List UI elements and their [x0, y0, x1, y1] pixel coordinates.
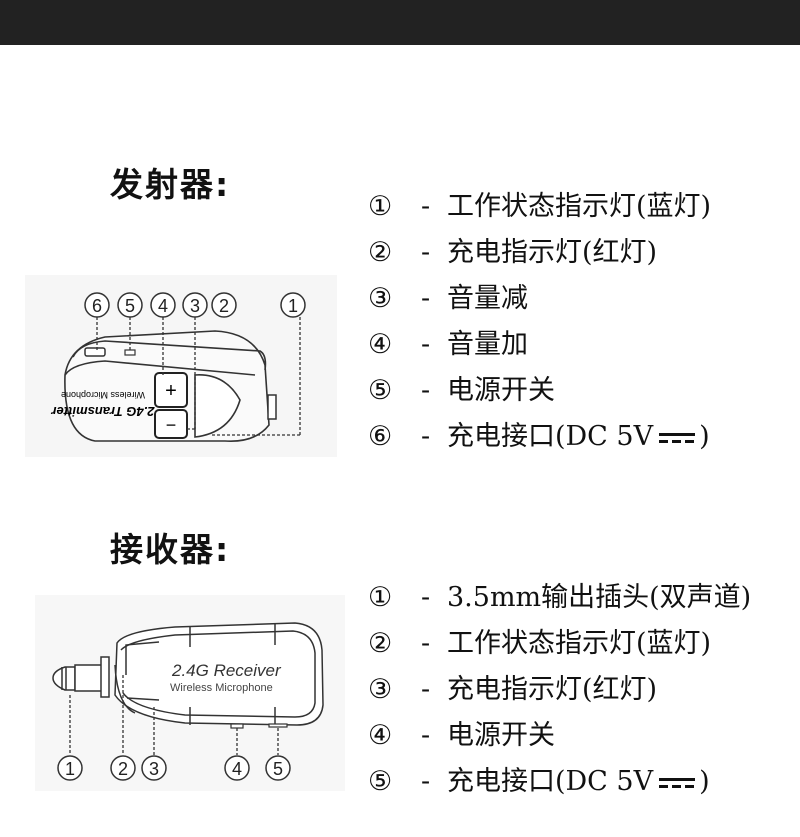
item-suffix: )	[699, 766, 710, 797]
item-number: ②	[368, 237, 393, 268]
item-text: 充电接口(DC 5V	[447, 766, 654, 797]
receiver-label-main: 2.4G Receiver	[171, 661, 282, 680]
item-number: ⑤	[368, 766, 393, 797]
item-suffix: )	[699, 421, 710, 452]
separator: -	[420, 329, 431, 360]
top-banner	[0, 0, 800, 45]
item-text: 工作状态指示灯(蓝灯)	[447, 628, 712, 659]
legend-item: ①-3.5mm输出插头(双声道)	[368, 575, 751, 621]
receiver-diagram: 2.4G Receiver Wireless Microphone 1 2 3 …	[35, 595, 345, 791]
separator: -	[420, 375, 431, 406]
volume-up-button	[154, 372, 188, 408]
separator: -	[420, 766, 431, 797]
separator: -	[420, 421, 431, 452]
separator: -	[420, 191, 431, 222]
item-number: ③	[368, 674, 393, 705]
callout-2: 2	[219, 296, 229, 316]
transmitter-label-main: 2.4G Transmitter	[51, 404, 156, 419]
legend-item: ④-电源开关	[368, 713, 751, 759]
legend-item: ②-充电指示灯(红灯)	[368, 230, 711, 276]
legend-item: ③-音量减	[368, 276, 711, 322]
item-number: ③	[368, 283, 393, 314]
separator: -	[420, 283, 431, 314]
callout-5: 5	[273, 759, 283, 779]
separator: -	[420, 628, 431, 659]
separator: -	[420, 582, 431, 613]
callout-1: 1	[288, 296, 298, 316]
item-text: 音量加	[447, 329, 528, 360]
item-text: 充电指示灯(红灯)	[447, 674, 658, 705]
item-number: ④	[368, 329, 393, 360]
item-number: ⑤	[368, 375, 393, 406]
transmitter-label-sub: Wireless Microphone	[61, 390, 145, 400]
volume-down-button	[154, 409, 188, 439]
legend-item: ②-工作状态指示灯(蓝灯)	[368, 621, 751, 667]
item-number: ⑥	[368, 421, 393, 452]
separator: -	[420, 720, 431, 751]
legend-item: ⑤-充电接口(DC 5V)	[368, 759, 751, 805]
item-text: 充电指示灯(红灯)	[447, 237, 658, 268]
callout-1: 1	[65, 759, 75, 779]
callout-4: 4	[232, 759, 242, 779]
legend-item: ①-工作状态指示灯(蓝灯)	[368, 184, 711, 230]
transmitter-legend: ①-工作状态指示灯(蓝灯) ②-充电指示灯(红灯) ③-音量减 ④-音量加 ⑤-…	[368, 184, 711, 460]
receiver-title: 接收器:	[110, 530, 231, 569]
plus-icon: +	[165, 380, 177, 402]
callout-5: 5	[125, 296, 135, 316]
item-text: 电源开关	[447, 720, 555, 751]
item-text: 音量减	[447, 283, 528, 314]
callout-2: 2	[118, 759, 128, 779]
transmitter-title: 发射器:	[110, 165, 231, 204]
legend-item: ④-音量加	[368, 322, 711, 368]
receiver-legend: ①-3.5mm输出插头(双声道) ②-工作状态指示灯(蓝灯) ③-充电指示灯(红…	[368, 575, 751, 805]
callout-3: 3	[190, 296, 200, 316]
dc-symbol-icon	[659, 776, 696, 790]
transmitter-diagram: + − 2.4G Transmitter Wireless Microphone…	[25, 275, 337, 457]
callout-6: 6	[92, 296, 102, 316]
receiver-label-sub: Wireless Microphone	[170, 682, 273, 694]
callout-3: 3	[149, 759, 159, 779]
callout-4: 4	[158, 296, 168, 316]
legend-item: ⑥-充电接口(DC 5V)	[368, 414, 711, 460]
separator: -	[420, 674, 431, 705]
legend-item: ⑤-电源开关	[368, 368, 711, 414]
legend-item: ③-充电指示灯(红灯)	[368, 667, 751, 713]
minus-icon: −	[166, 415, 177, 435]
item-number: ①	[368, 191, 393, 222]
item-number: ④	[368, 720, 393, 751]
item-text: 电源开关	[447, 375, 555, 406]
dc-symbol-icon	[659, 431, 696, 445]
separator: -	[420, 237, 431, 268]
item-number: ①	[368, 582, 393, 613]
item-text: 充电接口(DC 5V	[447, 421, 654, 452]
item-number: ②	[368, 628, 393, 659]
item-text: 工作状态指示灯(蓝灯)	[447, 191, 712, 222]
item-text: 3.5mm输出插头(双声道)	[447, 582, 752, 613]
